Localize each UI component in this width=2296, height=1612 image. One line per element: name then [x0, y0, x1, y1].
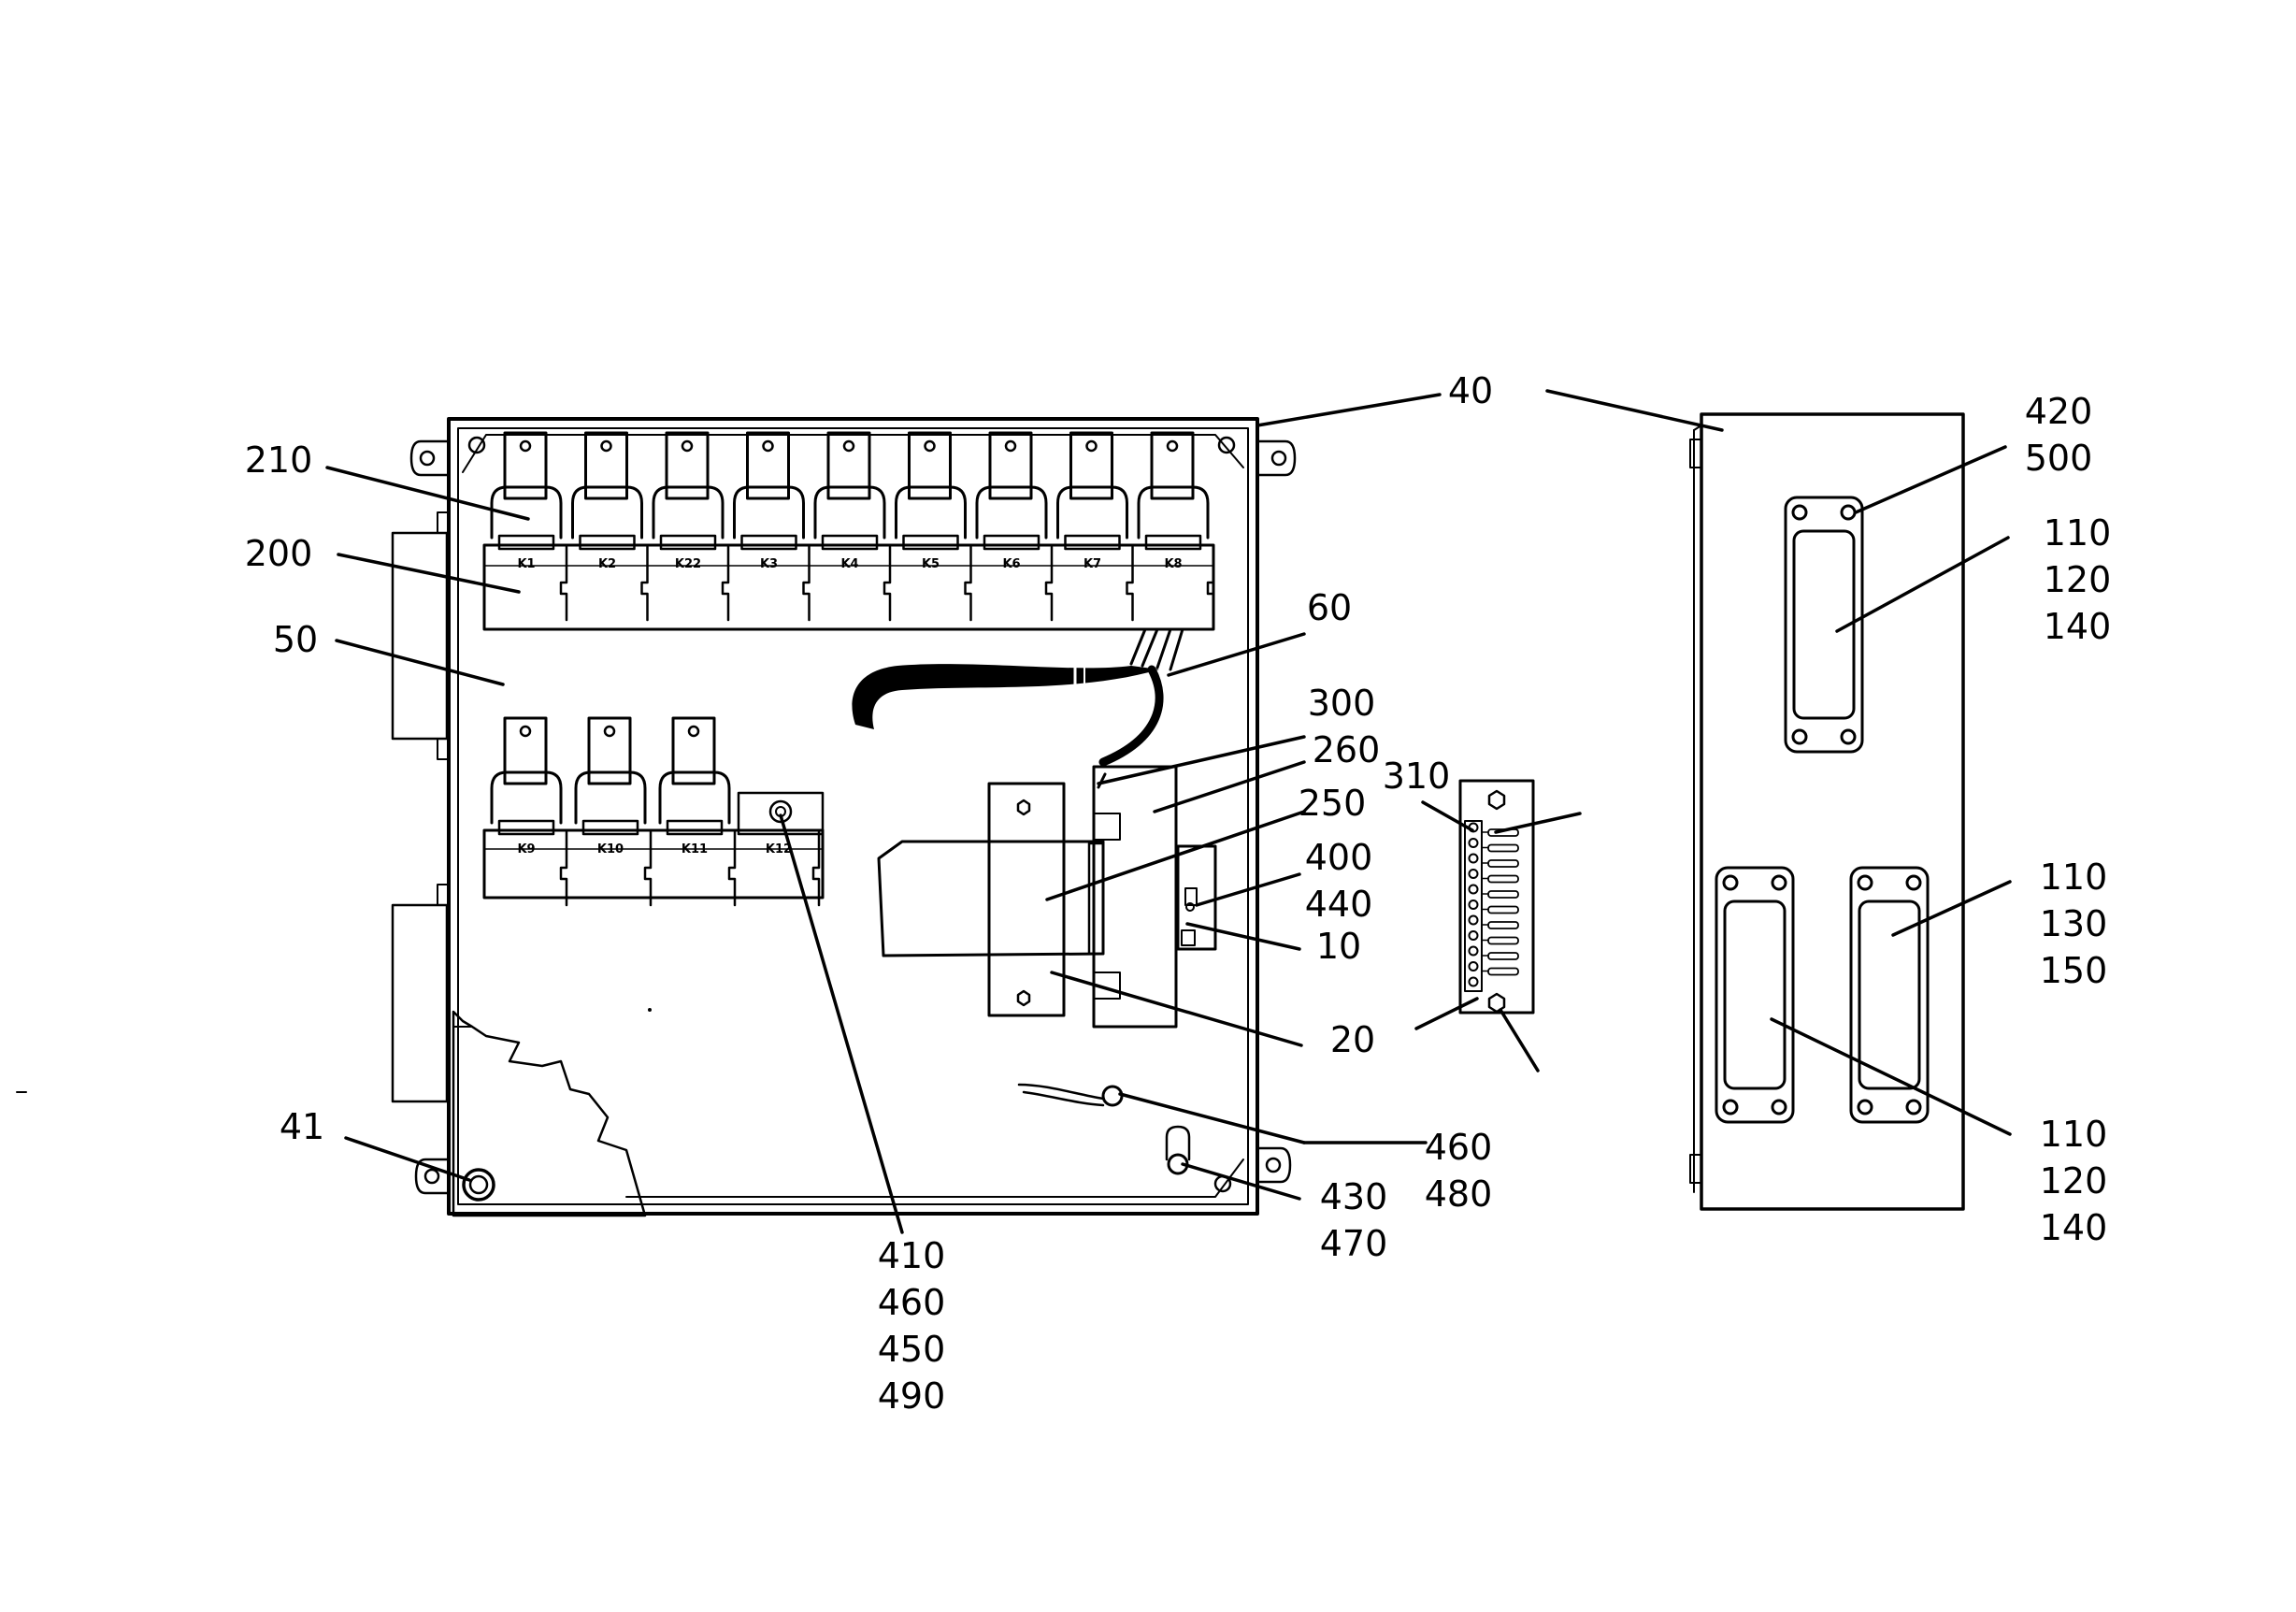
callout-50: 50	[273, 619, 318, 660]
relay-label: K7	[1083, 557, 1101, 571]
mounting-tab-bottom-left	[414, 1158, 451, 1195]
transformer	[877, 782, 1105, 1017]
corner-screw	[1217, 436, 1236, 454]
relay-k12-screw	[737, 791, 825, 836]
relay-k11: K11	[658, 716, 737, 907]
relay-k4: K4	[813, 431, 892, 622]
relay-k7: K7	[1056, 431, 1134, 622]
callout-300: 300	[1308, 683, 1376, 724]
callout-450: 450	[878, 1329, 946, 1370]
callout-140-c: 140	[2040, 1207, 2108, 1248]
terminal-screw	[1468, 838, 1519, 853]
terminal-strip	[1458, 779, 1535, 1015]
side-panel	[1689, 412, 1965, 1211]
callout-130: 130	[2040, 903, 2108, 944]
relay-row-top: K1 K2 K22 K3 K4 K5 K6 K7 K8	[482, 431, 1215, 631]
callout-10: 10	[1316, 926, 1361, 967]
relay-label: K3	[760, 557, 778, 571]
relay-k9: K9	[490, 716, 568, 907]
callout-120-c: 120	[2040, 1160, 2108, 1202]
corner-screw	[467, 436, 486, 454]
callout-41: 41	[280, 1106, 324, 1147]
callout-430: 430	[1320, 1176, 1388, 1217]
ground-lug	[1017, 1083, 1124, 1107]
leader-lines	[325, 389, 2012, 1234]
relay-label: K9	[517, 842, 535, 856]
callout-110-a: 110	[2044, 512, 2112, 554]
terminal-screw	[1468, 930, 1519, 945]
relay-k1: K1	[490, 431, 568, 622]
relay-label: K10	[597, 842, 624, 856]
callout-440: 440	[1305, 884, 1373, 925]
callout-260: 260	[1313, 729, 1381, 770]
relay-k2: K2	[571, 431, 649, 622]
callout-470: 470	[1320, 1223, 1388, 1264]
callout-500: 500	[2025, 438, 2093, 479]
mounting-tab-top-left	[409, 439, 451, 477]
terminal-screw	[1468, 900, 1519, 914]
relay-label: K4	[840, 557, 858, 571]
relay-label: K12	[766, 842, 792, 856]
callout-210: 210	[245, 439, 313, 481]
relay-k12: K12	[766, 830, 821, 907]
callout-480: 480	[1425, 1173, 1493, 1215]
callout-310: 310	[1383, 756, 1451, 797]
terminal-screw	[1468, 945, 1519, 960]
relay-k22: K22	[652, 431, 730, 622]
terminal-screw	[1468, 853, 1519, 868]
relay-k6: K6	[975, 431, 1054, 622]
relay-k5: K5	[895, 431, 972, 622]
callout-140-a: 140	[2044, 606, 2112, 647]
callout-40: 40	[1448, 370, 1493, 411]
callout-460-top: 460	[1425, 1127, 1493, 1168]
callout-410: 410	[878, 1235, 946, 1276]
main-enclosure	[391, 417, 1297, 1216]
relay-row-bottom: K9 K10 K11 K12	[482, 716, 825, 907]
terminal-screw	[1468, 976, 1479, 987]
callout-20: 20	[1330, 1019, 1375, 1060]
callout-250: 250	[1299, 783, 1367, 824]
connector-cutout-bottom-left	[1715, 866, 1795, 1124]
connector-cutout-bottom-right	[1849, 866, 1930, 1124]
mounting-tab-top-right	[1256, 439, 1297, 477]
left-side-rail-lower	[391, 884, 450, 1103]
callout-150: 150	[2040, 950, 2108, 991]
callout-110-b: 110	[2040, 856, 2108, 898]
relay-label: K5	[922, 557, 940, 571]
left-side-rail-upper	[391, 511, 450, 760]
cutaway-panel	[452, 1010, 647, 1217]
relay-label: K1	[517, 557, 535, 571]
callout-60: 60	[1307, 587, 1352, 628]
relay-label: K8	[1164, 557, 1182, 571]
mounting-tab-bottom-right	[1256, 1146, 1292, 1184]
terminal-screw	[1468, 884, 1519, 899]
callout-490: 490	[878, 1375, 946, 1417]
terminal-screw	[1468, 961, 1519, 976]
relay-k3: K3	[733, 431, 811, 622]
terminal-screw	[1468, 869, 1519, 884]
callout-110-c: 110	[2040, 1114, 2108, 1155]
callout-400: 400	[1305, 837, 1373, 878]
terminal-screw	[1468, 914, 1519, 929]
ground-screw-41	[462, 1168, 495, 1202]
relay-label: K2	[598, 557, 616, 571]
callout-labels: 40 210 200 50 60 300 260 310 250 400 440…	[245, 370, 2112, 1417]
callout-460: 460	[878, 1282, 946, 1323]
callout-420: 420	[2025, 391, 2093, 432]
callout-120-a: 120	[2044, 559, 2112, 600]
callout-200: 200	[245, 533, 313, 574]
relay-k10: K10	[574, 716, 653, 907]
wire-harness	[852, 627, 1184, 789]
relay-label: K22	[675, 557, 701, 571]
relay-label: K11	[682, 842, 708, 856]
din-rail-terminal	[1092, 765, 1217, 1029]
relay-label: K6	[1002, 557, 1020, 571]
relay-k8: K8	[1137, 431, 1215, 622]
